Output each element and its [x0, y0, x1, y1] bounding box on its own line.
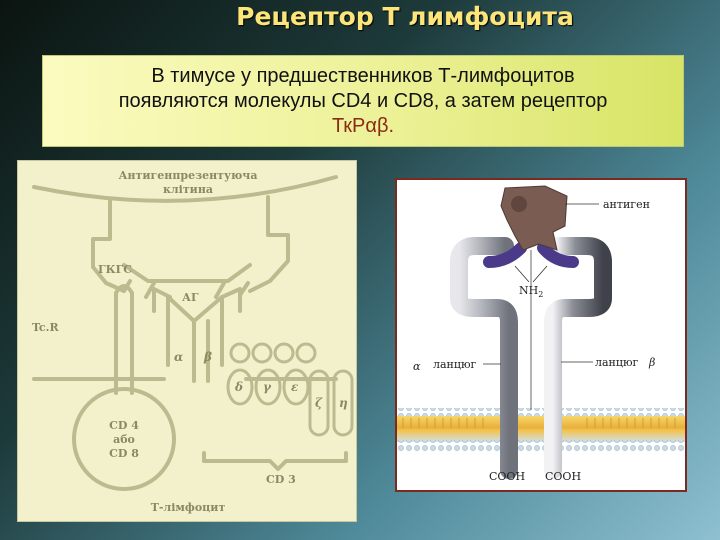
mhc-inner: [122, 263, 252, 283]
nh2-label: NH2: [519, 284, 543, 299]
alpha-chain-stem: [450, 253, 518, 479]
tcr-right-arm: [220, 287, 242, 313]
apc-label-2: клітина: [163, 183, 213, 196]
alpha-label: α: [174, 350, 183, 364]
cd4-stalk: [114, 284, 134, 395]
antigen-label: антиген: [603, 198, 650, 211]
slide-title: Рецептор Т лимфоцита: [236, 2, 574, 31]
cd4-label: CD 4: [109, 419, 139, 432]
alpha-variable-region: [483, 242, 527, 268]
apc-label-1: Антигенпрезентуюча: [119, 169, 258, 182]
nh2-leader: [514, 265, 548, 283]
beta-label: β: [203, 350, 212, 364]
tcell-label: Т-лімфоцит: [151, 501, 226, 514]
zeta-label: ζ: [315, 396, 323, 410]
cd3-eta: [332, 369, 354, 437]
cd3-zeta: [308, 369, 330, 437]
membrane-bottom-beads: [397, 440, 685, 452]
beta-chain-label: ланцюг: [595, 356, 639, 369]
or-label: або: [113, 433, 135, 446]
cd3-brace: [202, 451, 348, 471]
cd3-top-4: [295, 342, 317, 364]
ag-label: АГ: [182, 291, 199, 304]
alpha-chain-label: ланцюг: [433, 358, 477, 371]
cd3-top-2: [251, 342, 273, 364]
caption-box: В тимусе у предшественников Т-лимфоцитов…: [42, 55, 684, 147]
tcr-label: Tc.R: [32, 321, 59, 334]
tcell-receptor-sketch: Антигенпрезентуюча клітина ГКГС АГ Tc.R …: [17, 160, 357, 522]
structure-svg: антиген NH2 α ланцюг ланцюг β COOH COOH: [397, 185, 685, 483]
cooh-right-label: COOH: [545, 470, 581, 483]
beta-label: β: [648, 356, 655, 369]
cd3-top-3: [273, 342, 295, 364]
gamma-label: γ: [263, 380, 272, 394]
membrane-lipids: [402, 418, 676, 428]
cooh-left-label: COOH: [489, 470, 525, 483]
cd8-label: CD 8: [109, 447, 139, 460]
epsilon-label: ε: [291, 380, 299, 394]
membrane-top-beads: [397, 408, 685, 418]
tcr-left-arm: [152, 287, 172, 313]
apc-membrane: [32, 175, 338, 203]
alpha-label: α: [413, 360, 421, 373]
cd3-gamma: [254, 368, 282, 406]
cell-membrane: [397, 416, 685, 442]
cd4-cd8-circle: [72, 387, 176, 491]
antigen-notch: [511, 196, 527, 212]
eta-label: η: [339, 396, 348, 410]
caption-line-2: появляются молекулы CD4 и CD8, а затем р…: [118, 90, 608, 112]
mhc-outline: [91, 195, 290, 293]
sketch-svg: Антигенпрезентуюча клітина ГКГС АГ Tc.R …: [32, 169, 354, 514]
beta-variable-region: [537, 242, 579, 268]
caption-line-3: ТкРαβ.: [331, 115, 395, 137]
beta-chain-stem: [544, 253, 612, 479]
delta-label: δ: [234, 380, 243, 394]
cd3-epsilon: [282, 368, 310, 406]
tcr-alpha-chain: [166, 295, 196, 383]
caption-line-1: В тимусе у предшественников Т-лимфоцитов: [151, 65, 575, 87]
cd3-label: CD 3: [266, 473, 296, 486]
tcr-beta-chain: [192, 295, 224, 383]
mhc-label: ГКГС: [98, 263, 132, 276]
cd3-delta: [226, 368, 254, 406]
cd3-top-1: [229, 342, 251, 364]
tcr-structure-diagram: антиген NH2 α ланцюг ланцюг β COOH COOH: [395, 178, 687, 492]
